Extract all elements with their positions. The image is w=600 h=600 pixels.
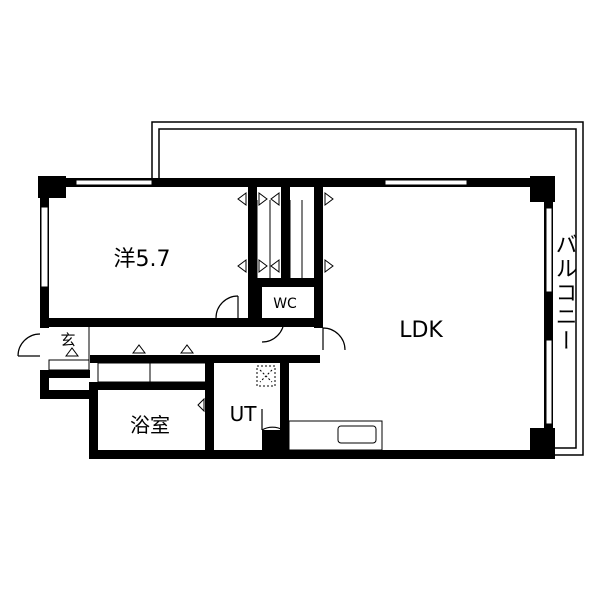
room-label-utility: UT (230, 402, 258, 426)
balcony-railing (151, 121, 584, 456)
room-label-entrance: 玄 (60, 331, 75, 349)
room-label-ldk: LDK (399, 318, 443, 343)
room-label-bathroom: 浴室 (130, 413, 170, 437)
door-markers (65, 192, 334, 413)
room-label-balcony: バルコニー (552, 233, 577, 353)
door-swings (17, 295, 346, 431)
room-label-western: 洋5.7 (114, 247, 171, 272)
exterior-walls (38, 176, 555, 459)
windows (40, 179, 553, 425)
interior-walls (40, 178, 323, 459)
closet-details (48, 200, 383, 451)
room-label-toilet: WC (273, 296, 297, 312)
